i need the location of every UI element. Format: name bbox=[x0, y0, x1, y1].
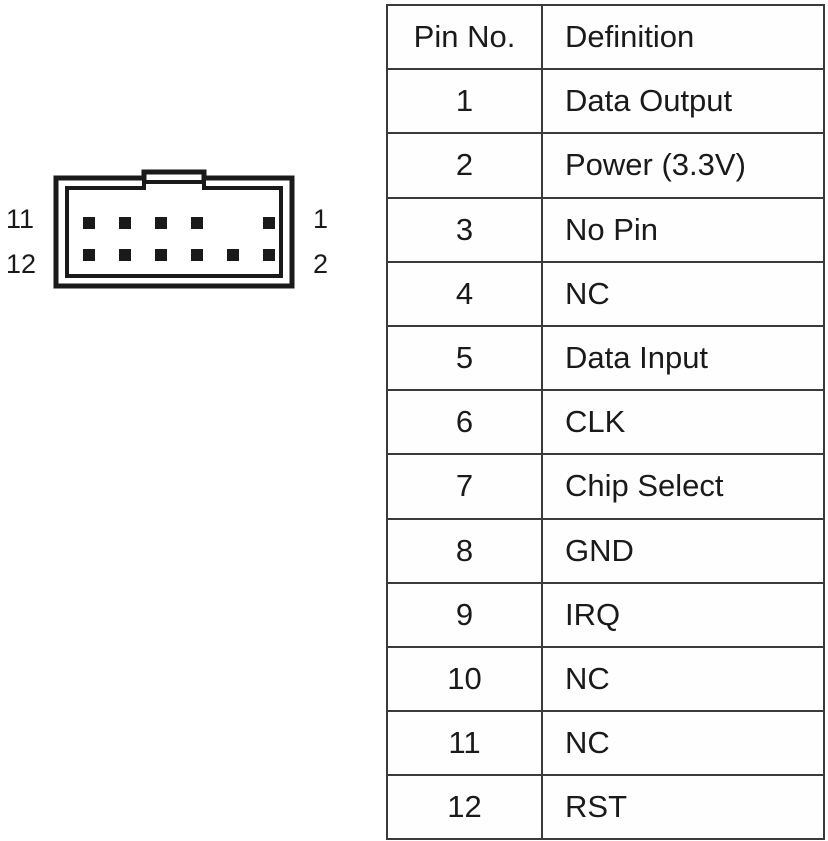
pin-label-right-bottom: 2 bbox=[313, 249, 329, 279]
connector-inner-wall bbox=[65, 180, 283, 278]
cell-pin-definition: NC bbox=[541, 260, 825, 327]
pin-contact-6 bbox=[191, 249, 203, 261]
pin-label-left-bottom: 12 bbox=[6, 249, 37, 279]
pin-contact-2 bbox=[263, 249, 275, 261]
cell-pin-definition: Data Output bbox=[541, 68, 825, 135]
pin-contact-8 bbox=[155, 249, 167, 261]
cell-pin-definition: IRQ bbox=[541, 581, 825, 648]
pin-contact-12 bbox=[83, 249, 95, 261]
pin-contact-11 bbox=[83, 217, 95, 229]
table-header: Pin No. Definition bbox=[386, 3, 825, 71]
cell-pin-number: 1 bbox=[386, 68, 543, 135]
connector-shell-graphic bbox=[53, 169, 295, 289]
cell-pin-definition: Data Input bbox=[541, 324, 825, 392]
pin-contact-10 bbox=[119, 249, 131, 261]
cell-pin-definition: NC bbox=[541, 710, 825, 777]
pin-label-left-top: 11 bbox=[6, 204, 35, 234]
cell-pin-definition: Power (3.3V) bbox=[541, 132, 825, 199]
cell-pin-number: 4 bbox=[386, 260, 543, 327]
cell-pin-definition: No Pin bbox=[541, 196, 825, 263]
pin-contact-9 bbox=[119, 217, 131, 229]
cell-pin-number: 6 bbox=[386, 389, 543, 456]
table-header-row: Pin No. Definition bbox=[386, 3, 825, 71]
cell-pin-number: 2 bbox=[386, 132, 543, 199]
connector-diagram: 11 12 1 2 bbox=[0, 0, 360, 841]
cell-pin-number: 9 bbox=[386, 581, 543, 648]
cell-pin-number: 8 bbox=[386, 517, 543, 584]
connector-top-row-pins bbox=[83, 217, 275, 229]
pin-contact-7 bbox=[155, 217, 167, 229]
pin-contact-5 bbox=[191, 217, 203, 229]
connector-bottom-row-pins bbox=[83, 249, 275, 261]
cell-pin-number: 10 bbox=[386, 645, 543, 713]
cell-pin-number: 3 bbox=[386, 196, 543, 263]
cell-pin-number: 5 bbox=[386, 324, 543, 392]
column-header-pin-no: Pin No. bbox=[386, 3, 543, 71]
cell-pin-number: 11 bbox=[386, 710, 543, 777]
pin-label-right-top: 1 bbox=[313, 204, 329, 234]
column-header-definition: Definition bbox=[541, 3, 825, 71]
cell-pin-number: 7 bbox=[386, 453, 543, 520]
pin-contact-1 bbox=[263, 217, 275, 229]
cell-pin-definition: CLK bbox=[541, 389, 825, 456]
cell-pin-definition: RST bbox=[541, 774, 825, 841]
pin-contact-4 bbox=[227, 249, 239, 261]
cell-pin-definition: NC bbox=[541, 645, 825, 713]
cell-pin-number: 12 bbox=[386, 774, 543, 841]
cell-pin-definition: Chip Select bbox=[541, 453, 825, 520]
cell-pin-definition: GND bbox=[541, 517, 825, 584]
